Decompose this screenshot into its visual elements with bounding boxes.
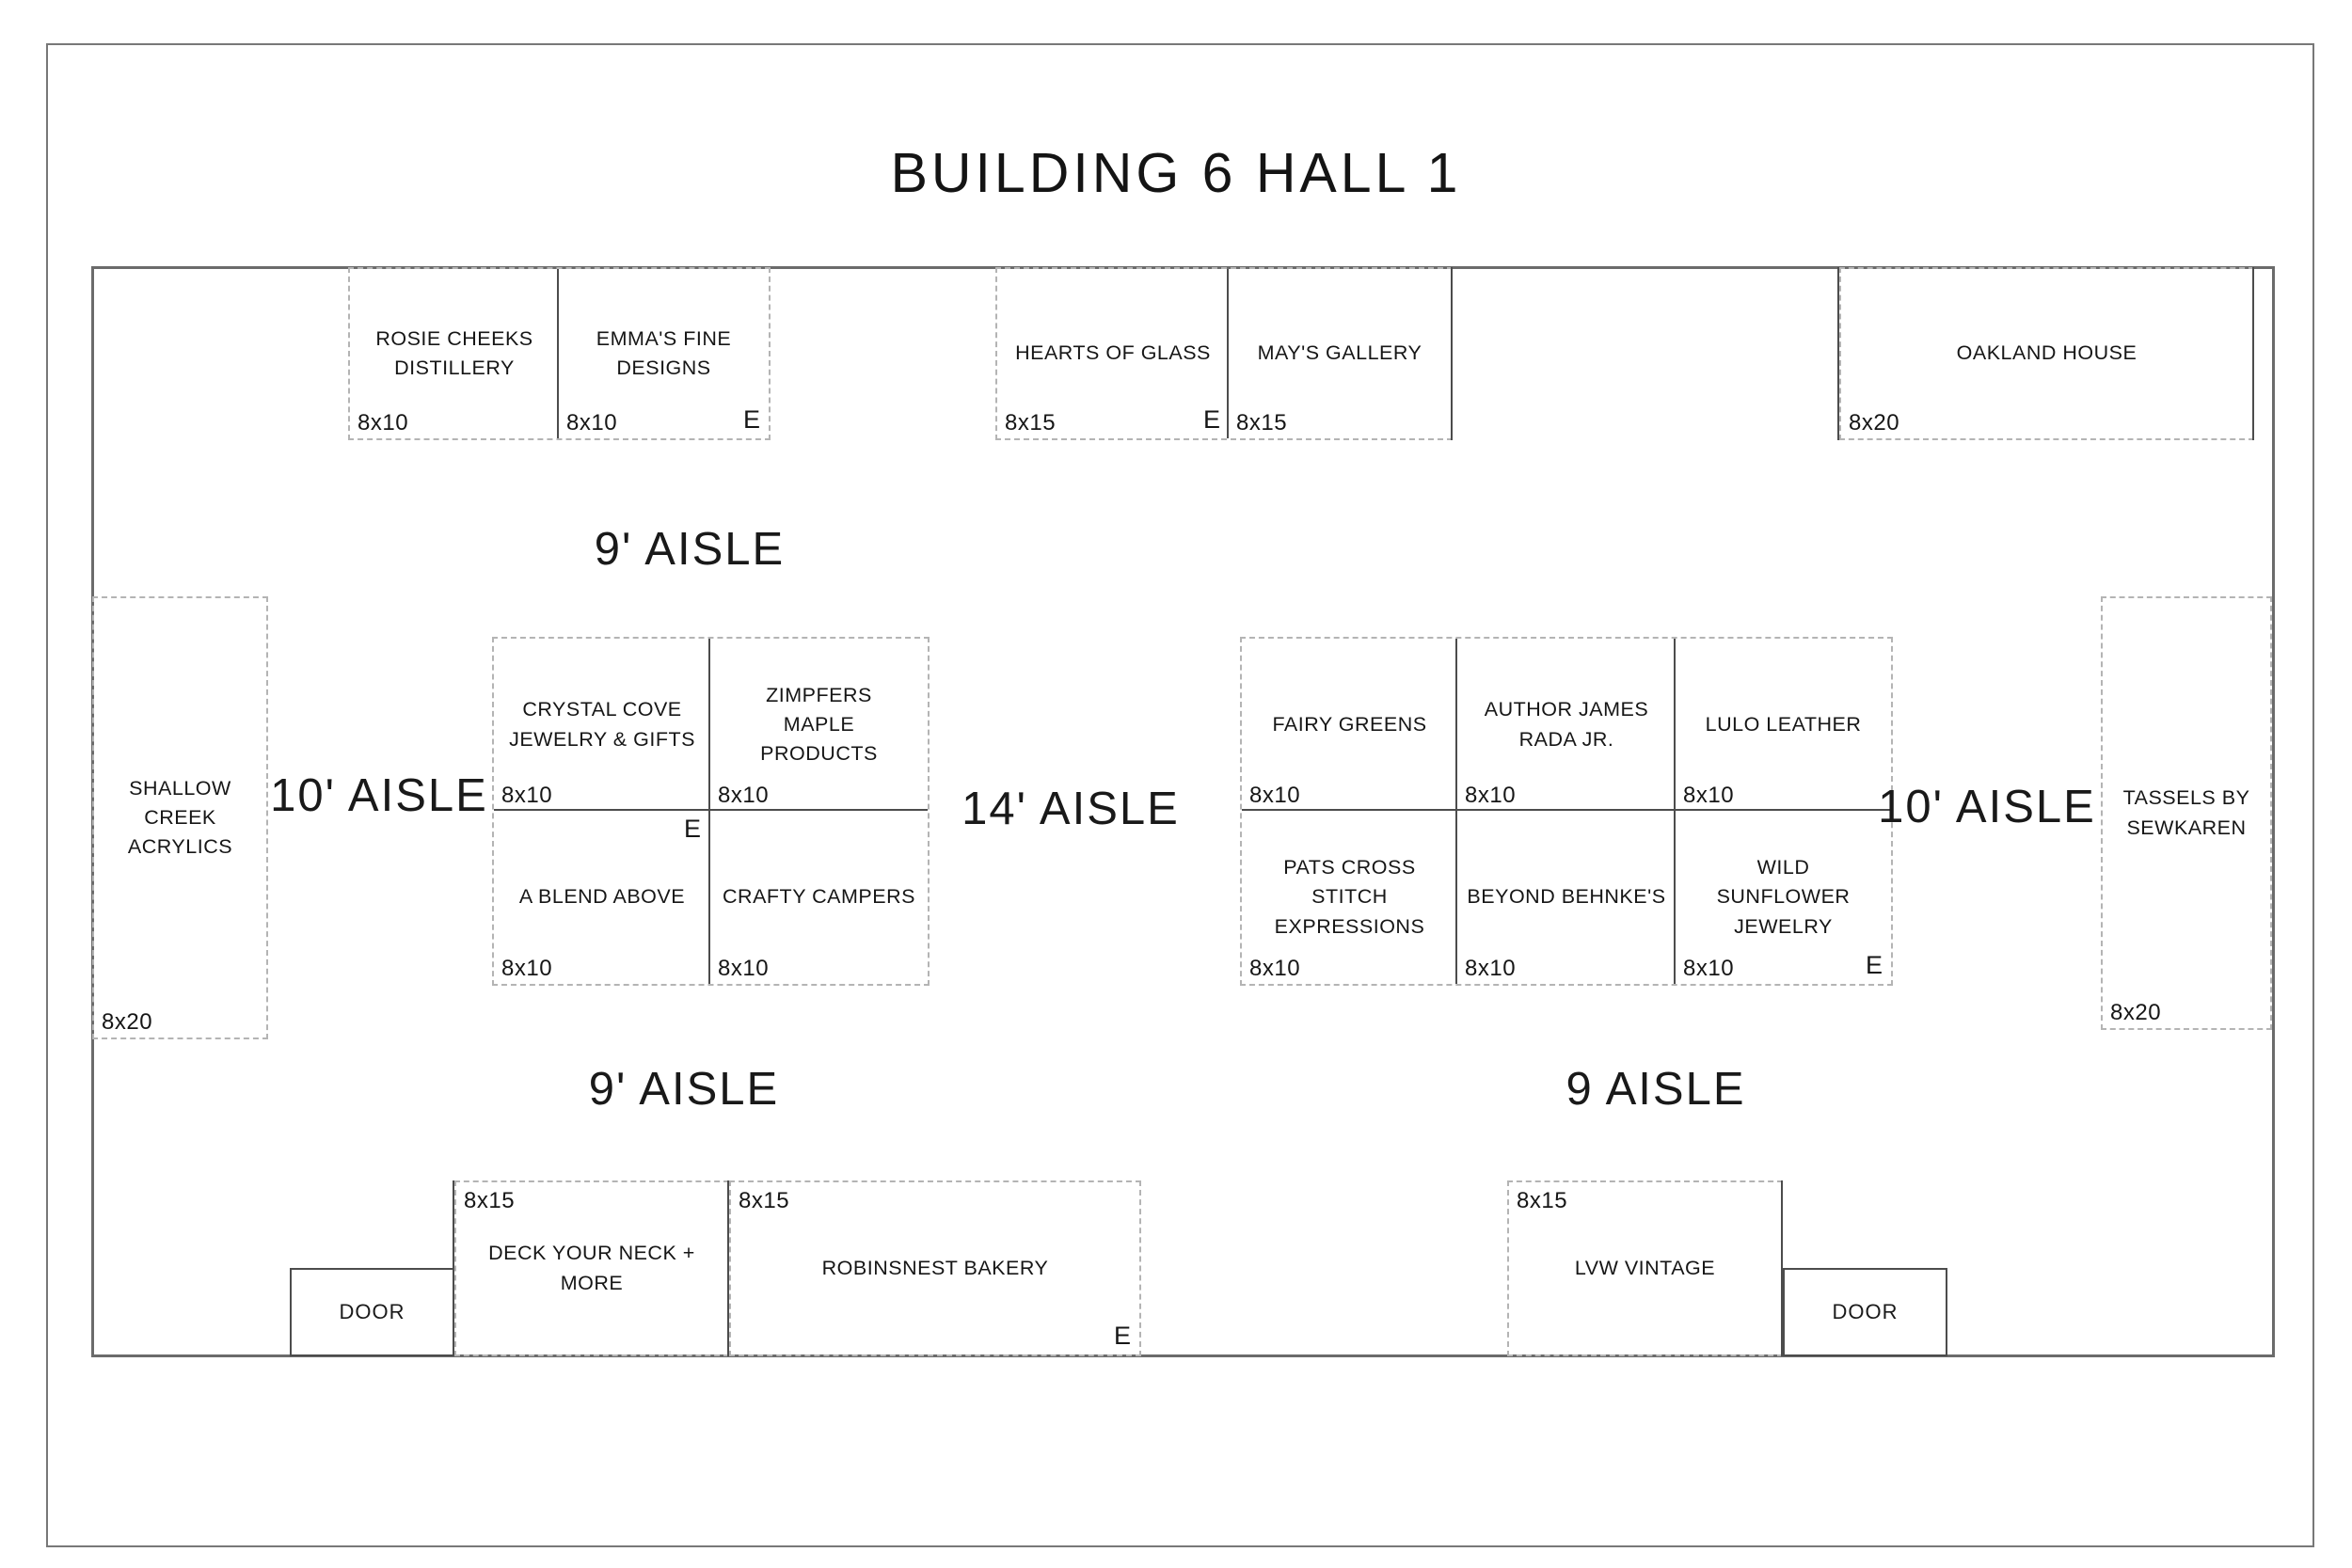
booth-edge-line: [1837, 267, 1839, 440]
booth-size-label: 8x10: [566, 410, 618, 436]
door-label: DOOR: [339, 1300, 405, 1323]
aisle-label-left: 10' AISLE: [270, 770, 488, 821]
aisle-label-center: 14' AISLE: [961, 784, 1180, 834]
booth-tassels-by-sewkaren: TASSELS BY SEWKAREN 8x20: [2101, 596, 2272, 1030]
booth-name-label: DECK YOUR NECK + MORE: [488, 1242, 695, 1294]
wall-bottom: [92, 1354, 2275, 1357]
booth-name-label: FAIRY GREENS: [1272, 712, 1427, 736]
booth-lulo-leather: LULO LEATHER 8x10: [1676, 639, 1891, 811]
booth-name-label: BEYOND BEHNKE'S: [1467, 885, 1666, 909]
booth-name-label: LULO LEATHER: [1705, 712, 1862, 736]
booth-block-center-right: FAIRY GREENS 8x10 AUTHOR JAMES RADA JR. …: [1240, 637, 1893, 986]
booth-name-label: ROBINSNEST BAKERY: [821, 1256, 1049, 1279]
booth-size-label: 8x10: [358, 410, 409, 436]
booth-divider-line: [1227, 269, 1229, 438]
booth-size-label: 8x10: [718, 783, 770, 808]
booth-a-blend-above: A BLEND ABOVE 8x10 E: [494, 811, 710, 984]
booth-size-label: 8x10: [718, 956, 770, 981]
booth-name-label: AUTHOR JAMES RADA JR.: [1484, 698, 1649, 751]
door-left: DOOR: [290, 1268, 454, 1356]
electric-marker: E: [1113, 1322, 1131, 1350]
booth-name-label: ROSIE CHEEKS DISTILLERY: [375, 326, 533, 379]
booth-size-label: 8x10: [1249, 783, 1301, 808]
booth-edge-line: [2252, 267, 2254, 440]
booth-deck-your-neck-more: DECK YOUR NECK + MORE 8x15: [454, 1180, 729, 1356]
booth-size-label: 8x15: [464, 1188, 516, 1213]
booth-size-label: 8x15: [1005, 410, 1057, 436]
booth-size-label: 8x15: [739, 1188, 790, 1213]
booth-size-label: 8x15: [1517, 1188, 1568, 1213]
booth-size-label: 8x10: [501, 783, 553, 808]
booth-name-label: HEARTS OF GLASS: [1015, 341, 1211, 365]
booth-name-label: A BLEND ABOVE: [518, 885, 686, 909]
booth-name-label: TASSELS BY SEWKAREN: [2122, 786, 2250, 839]
booth-name-label: ZIMPFERS MAPLE PRODUCTS: [760, 683, 878, 766]
booth-size-label: 8x10: [1249, 956, 1301, 981]
booth-divider-line: [557, 269, 559, 438]
booth-divider-line: [708, 639, 710, 984]
booth-block-top-left: ROSIE CHEEKS DISTILLERY 8x10 EMMA'S FINE…: [348, 267, 771, 440]
booth-size-label: 8x10: [1683, 956, 1735, 981]
booth-crystal-cove-jewelry-gifts: CRYSTAL COVE JEWELRY & GIFTS 8x10: [494, 639, 710, 811]
booth-author-james-rada-jr: AUTHOR JAMES RADA JR. 8x10: [1457, 639, 1676, 811]
door-right: DOOR: [1783, 1268, 1947, 1356]
booth-crafty-campers: CRAFTY CAMPERS 8x10: [710, 811, 928, 984]
booth-size-label: 8x10: [1465, 783, 1517, 808]
wall-right: [2272, 266, 2275, 1357]
booth-name-label: EMMA'S FINE DESIGNS: [596, 326, 732, 379]
booth-edge-line: [727, 1180, 729, 1356]
booth-block-top-middle: HEARTS OF GLASS 8x15 E MAY'S GALLERY 8x1…: [995, 267, 1453, 440]
booth-name-label: SHALLOW CREEK ACRYLICS: [127, 776, 233, 859]
booth-emmas-fine-designs: EMMA'S FINE DESIGNS 8x10 E: [559, 269, 769, 438]
booth-fairy-greens: FAIRY GREENS 8x10: [1242, 639, 1457, 811]
aisle-label-top: 9' AISLE: [594, 524, 786, 575]
booth-shallow-creek-acrylics: SHALLOW CREEK ACRYLICS 8x20: [92, 596, 268, 1039]
booth-name-label: LVW VINTAGE: [1574, 1256, 1716, 1279]
booth-size-label: 8x10: [1683, 783, 1735, 808]
booth-size-label: 8x10: [1465, 956, 1517, 981]
electric-marker: E: [1865, 951, 1883, 979]
booth-lvw-vintage: LVW VINTAGE 8x15: [1507, 1180, 1783, 1356]
booth-name-label: CRAFTY CAMPERS: [723, 885, 915, 909]
booth-divider-line: [494, 809, 928, 811]
booth-size-label: 8x15: [1236, 410, 1288, 436]
booth-block-center-left: CRYSTAL COVE JEWELRY & GIFTS 8x10 ZIMPFE…: [492, 637, 930, 986]
door-label: DOOR: [1832, 1300, 1899, 1323]
booth-size-label: 8x20: [1849, 410, 1900, 436]
booth-zimpfers-maple-products: ZIMPFERS MAPLE PRODUCTS 8x10: [710, 639, 928, 811]
booth-name-label: PATS CROSS STITCH EXPRESSIONS: [1274, 856, 1425, 938]
electric-marker: E: [1202, 405, 1220, 434]
booth-mays-gallery: MAY'S GALLERY 8x15: [1229, 269, 1451, 438]
booth-divider-line: [1674, 639, 1676, 984]
booth-size-label: 8x20: [102, 1009, 153, 1035]
booth-pats-cross-stitch-expressions: PATS CROSS STITCH EXPRESSIONS 8x10: [1242, 811, 1457, 984]
aisle-label-bottom-left: 9' AISLE: [588, 1064, 780, 1115]
page-border: [46, 43, 2314, 1547]
booth-edge-line: [453, 1180, 454, 1356]
booth-name-label: WILD SUNFLOWER JEWELRY: [1716, 856, 1851, 938]
electric-marker: E: [683, 815, 701, 843]
booth-edge-line: [1781, 1180, 1783, 1356]
booth-rosie-cheeks-distillery: ROSIE CHEEKS DISTILLERY 8x10: [350, 269, 559, 438]
booth-robinsnest-bakery: ROBINSNEST BAKERY 8x15 E: [729, 1180, 1141, 1356]
aisle-label-bottom-right: 9 AISLE: [1565, 1064, 1746, 1115]
booth-divider-line: [1242, 809, 1891, 811]
booth-edge-line: [1451, 267, 1453, 440]
booth-size-label: 8x10: [501, 956, 553, 981]
booth-divider-line: [1455, 639, 1457, 984]
electric-marker: E: [742, 405, 760, 434]
booth-name-label: OAKLAND HOUSE: [1956, 341, 2137, 365]
booth-beyond-behnkes: BEYOND BEHNKE'S 8x10: [1457, 811, 1676, 984]
booth-name-label: CRYSTAL COVE JEWELRY & GIFTS: [509, 698, 695, 751]
booth-wild-sunflower-jewelry: WILD SUNFLOWER JEWELRY 8x10 E: [1676, 811, 1891, 984]
booth-oakland-house: OAKLAND HOUSE 8x20: [1839, 267, 2254, 440]
aisle-label-right: 10' AISLE: [1878, 782, 2096, 832]
booth-size-label: 8x20: [2110, 1000, 2162, 1025]
booth-hearts-of-glass: HEARTS OF GLASS 8x15 E: [997, 269, 1229, 438]
plan-title: BUILDING 6 HALL 1: [890, 142, 1462, 204]
booth-name-label: MAY'S GALLERY: [1257, 341, 1422, 365]
